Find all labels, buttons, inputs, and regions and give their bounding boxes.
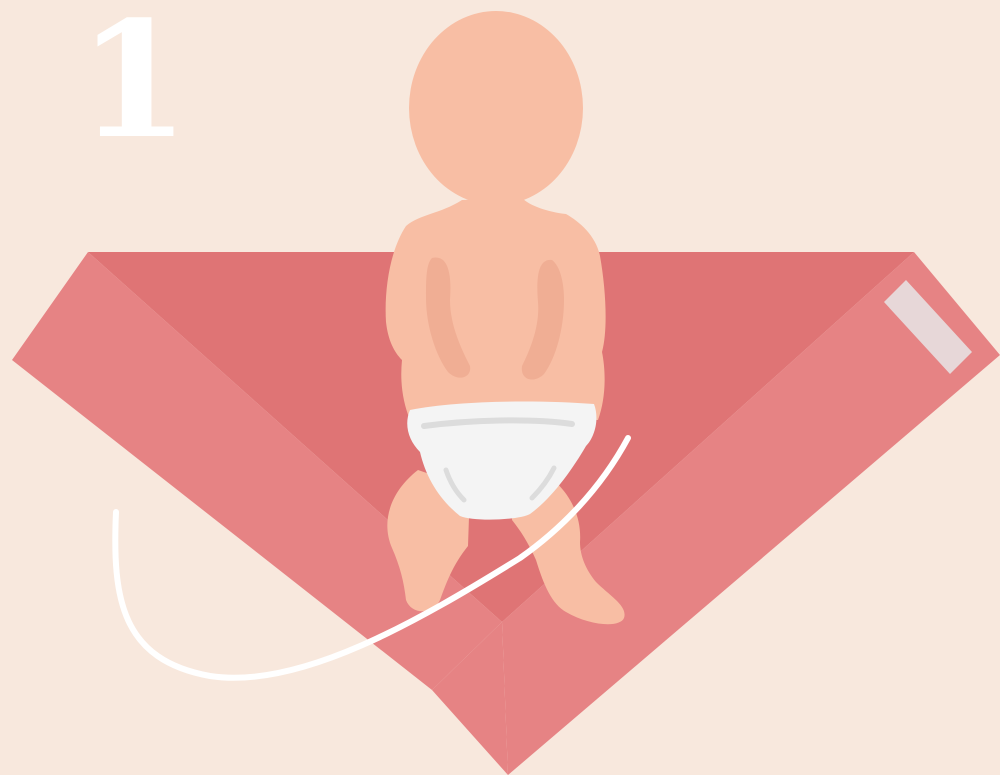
baby-torso	[386, 198, 606, 420]
step-number: 1	[78, 0, 185, 160]
baby-head	[409, 11, 583, 205]
